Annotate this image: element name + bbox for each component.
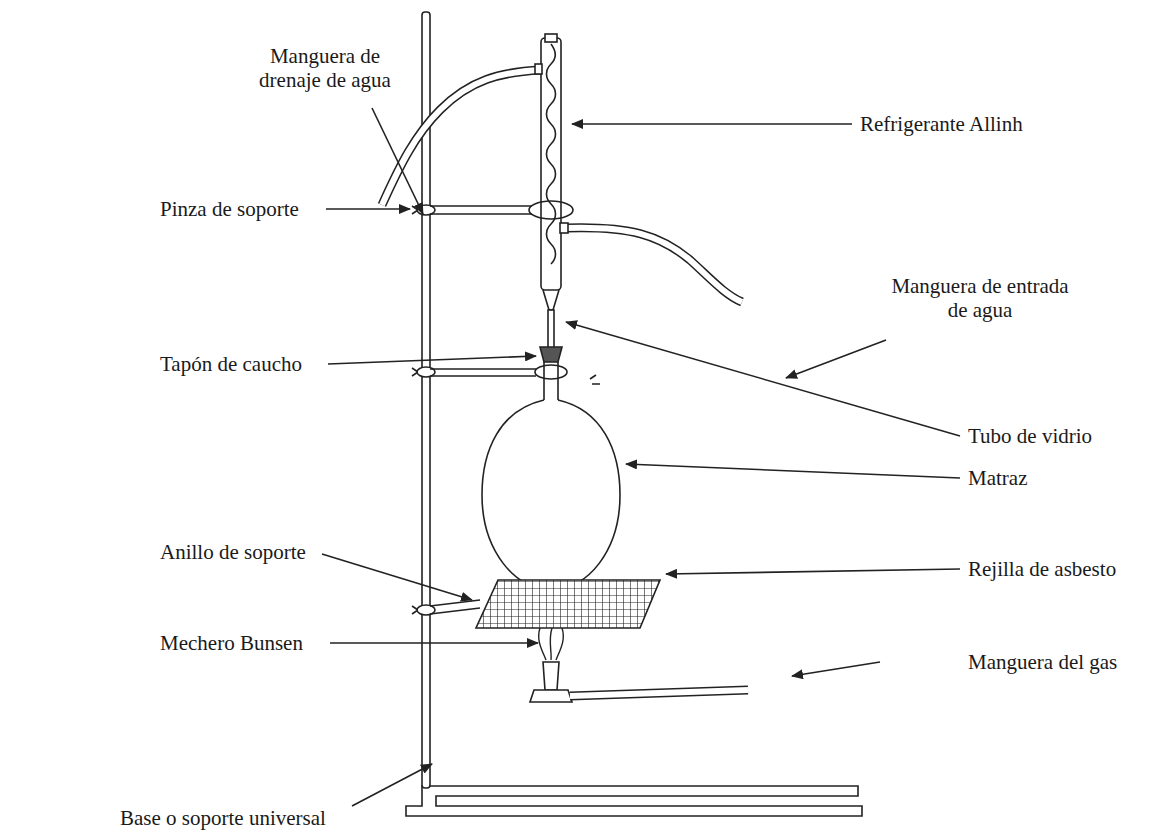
part-label: Manguera de entrada de agua xyxy=(880,274,1080,322)
part-label: Manguera del gas xyxy=(968,650,1117,674)
part-label: Tapón de caucho xyxy=(160,352,302,376)
part-label: Base o soporte universal xyxy=(120,806,326,830)
part-label: Mechero Bunsen xyxy=(160,631,303,655)
part-label: Rejilla de asbesto xyxy=(968,557,1116,581)
part-label: Pinza de soporte xyxy=(160,197,299,221)
part-label: Anillo de soporte xyxy=(160,540,306,564)
part-label: Matraz xyxy=(968,466,1027,490)
part-label: Refrigerante Allinh xyxy=(860,112,1023,136)
part-label: Manguera de drenaje de agua xyxy=(240,44,410,92)
part-label: Tubo de vidrio xyxy=(968,424,1092,448)
leader-lines xyxy=(322,108,960,806)
